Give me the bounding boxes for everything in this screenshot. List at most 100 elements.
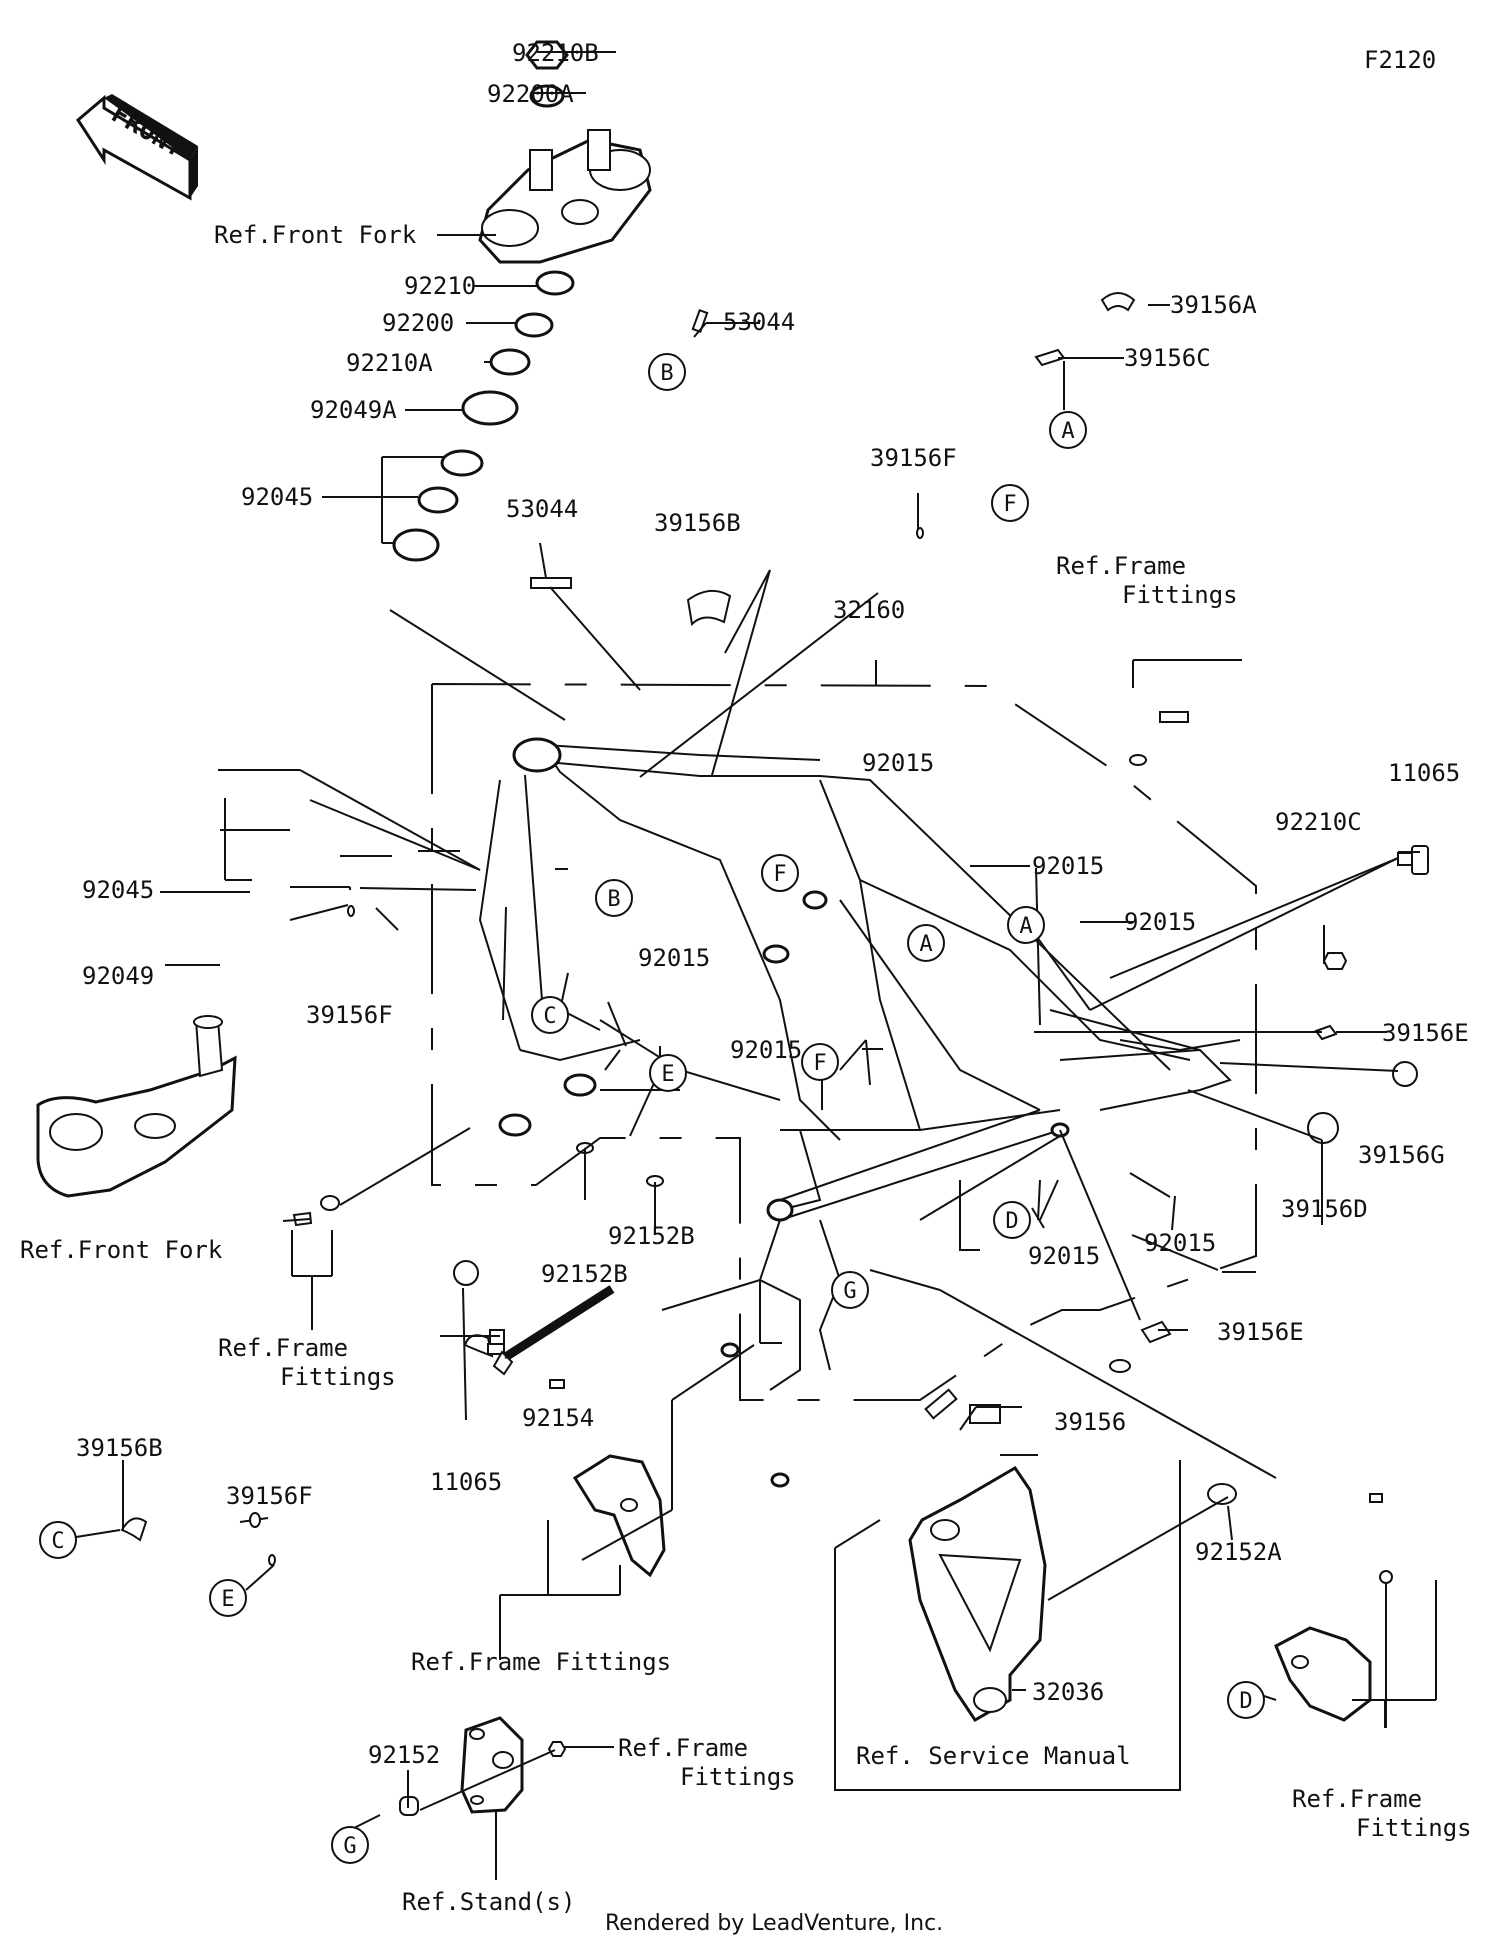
svg-text:B: B xyxy=(607,887,620,912)
part-label-39156A: 39156A xyxy=(1170,291,1257,319)
part-label-92152B-right: 92152B xyxy=(608,1222,695,1250)
callout-g-frame: G xyxy=(831,1271,869,1309)
rear-bracket xyxy=(1274,1626,1372,1722)
part-label-92045-top: 92045 xyxy=(241,483,313,511)
part-label-39156: 39156 xyxy=(1054,1408,1126,1436)
part-label-92015-c: 92015 xyxy=(1124,908,1196,936)
part-label-11065-bottom: 11065 xyxy=(430,1468,502,1496)
service-manual-box xyxy=(834,1460,1181,1791)
footrest-bracket xyxy=(572,1454,666,1578)
svg-text:D: D xyxy=(1239,1689,1252,1714)
svg-text:G: G xyxy=(843,1279,856,1304)
frame-drawing xyxy=(478,737,1241,1488)
svg-text:F: F xyxy=(773,862,786,887)
ref-stands: Ref.Stand(s) xyxy=(402,1888,575,1916)
part-label-92210C: 92210C xyxy=(1275,808,1362,836)
part-label-92154: 92154 xyxy=(522,1404,594,1432)
part-label-39156D: 39156D xyxy=(1281,1195,1368,1223)
part-label-39156F-mid: 39156F xyxy=(306,1001,393,1029)
ref-frame-top-right-fittings: Fittings xyxy=(1122,581,1238,609)
svg-text:E: E xyxy=(661,1062,674,1087)
svg-text:D: D xyxy=(1005,1209,1018,1234)
callout-f-frame-2: F xyxy=(801,1043,839,1081)
callout-f-frame: F xyxy=(761,854,799,892)
callout-e-bottom: E xyxy=(209,1579,247,1617)
part-label-92210B: 92210B xyxy=(512,39,599,67)
front-arrow-icon: FRONT xyxy=(76,94,198,201)
part-label-11065-top: 11065 xyxy=(1388,759,1460,787)
svg-text:A: A xyxy=(919,932,932,957)
ref-service-manual: Ref. Service Manual xyxy=(856,1742,1131,1770)
part-label-92045-mid: 92045 xyxy=(82,876,154,904)
part-label-32036: 32036 xyxy=(1032,1678,1104,1706)
ref-frame-stand-fittings: Fittings xyxy=(680,1763,796,1791)
side-stand-bracket xyxy=(460,1716,524,1814)
ref-frame-stand: Ref.Frame xyxy=(618,1734,748,1762)
svg-text:B: B xyxy=(660,361,673,386)
callout-e-frame: E xyxy=(649,1054,687,1092)
part-label-92049A: 92049A xyxy=(310,396,397,424)
lower-fork-bracket xyxy=(36,1015,237,1198)
part-label-39156C: 39156C xyxy=(1124,344,1211,372)
part-label-53044: 53044 xyxy=(506,495,578,523)
part-label-39156E-bottom: 39156E xyxy=(1217,1318,1304,1346)
part-label-92152: 92152 xyxy=(368,1741,440,1769)
part-label-92210A: 92210A xyxy=(346,349,433,377)
ref-frame-top-right: Ref.Frame xyxy=(1056,552,1186,580)
callout-c-bottom: C xyxy=(39,1521,77,1559)
svg-text:E: E xyxy=(221,1587,234,1612)
callout-a-top: A xyxy=(1049,411,1087,449)
part-label-92200: 92200 xyxy=(382,309,454,337)
part-label-92152A: 92152A xyxy=(1195,1538,1282,1566)
part-label-39156F-top: 39156F xyxy=(870,444,957,472)
part-label-39156B-bottom: 39156B xyxy=(76,1434,163,1462)
ref-frame-bottom-right: Ref.Frame xyxy=(1292,1785,1422,1813)
engine-bracket xyxy=(908,1466,1047,1722)
footer-credit: Rendered by LeadVenture, Inc. xyxy=(605,1911,943,1936)
callout-f-top: F xyxy=(991,484,1029,522)
callout-d-frame: D xyxy=(993,1201,1031,1239)
svg-text:G: G xyxy=(343,1834,356,1859)
svg-text:C: C xyxy=(51,1529,64,1554)
part-labels: F2120 92210B 92200A Ref.Front Fork 92210… xyxy=(20,39,1472,1916)
long-bolt xyxy=(492,1285,615,1376)
ref-frame-fittings-center: Ref.Frame Fittings xyxy=(411,1648,671,1676)
part-label-32160: 32160 xyxy=(833,596,905,624)
part-label-92015-b: 92015 xyxy=(1032,852,1104,880)
svg-text:A: A xyxy=(1019,914,1032,939)
part-label-92015-g: 92015 xyxy=(1144,1229,1216,1257)
callout-d-bottom: D xyxy=(1227,1681,1265,1719)
part-label-39156F-bottom: 39156F xyxy=(226,1482,313,1510)
ref-frame-left: Ref.Frame xyxy=(218,1334,348,1362)
callout-a-frame-1: A xyxy=(907,924,945,962)
svg-text:F: F xyxy=(1003,492,1016,517)
svg-text:F: F xyxy=(813,1051,826,1076)
part-label-92049: 92049 xyxy=(82,962,154,990)
part-label-39156B-top: 39156B xyxy=(654,509,741,537)
part-label-92152B-left: 92152B xyxy=(541,1260,628,1288)
ref-frame-left-fittings: Fittings xyxy=(280,1363,396,1391)
callout-b-frame: B xyxy=(595,879,633,917)
part-label-92015-a: 92015 xyxy=(862,749,934,777)
svg-text:A: A xyxy=(1061,419,1074,444)
ref-front-fork-top: Ref.Front Fork xyxy=(214,221,417,249)
part-label-53044-top: 53044 xyxy=(723,308,795,336)
ref-front-fork-bottom: Ref.Front Fork xyxy=(20,1236,223,1264)
part-label-92210: 92210 xyxy=(404,272,476,300)
part-label-39156E-top: 39156E xyxy=(1382,1019,1469,1047)
part-label-92200A: 92200A xyxy=(487,80,574,108)
figure-code: F2120 xyxy=(1364,46,1436,74)
callout-a-frame-2: A xyxy=(1007,906,1045,944)
part-label-92015-f: 92015 xyxy=(1028,1242,1100,1270)
svg-text:C: C xyxy=(543,1004,556,1029)
callout-c-frame: C xyxy=(531,996,569,1034)
steering-parts-stack xyxy=(392,40,652,562)
part-label-39156G: 39156G xyxy=(1358,1141,1445,1169)
ref-frame-bottom-right-fittings: Fittings xyxy=(1356,1814,1472,1842)
part-label-92015-e: 92015 xyxy=(730,1036,802,1064)
part-label-92015-d: 92015 xyxy=(638,944,710,972)
callout-b-top: B xyxy=(648,353,686,391)
frame-group-boundary xyxy=(431,683,1257,1401)
callout-g-bottom: G xyxy=(331,1826,369,1864)
